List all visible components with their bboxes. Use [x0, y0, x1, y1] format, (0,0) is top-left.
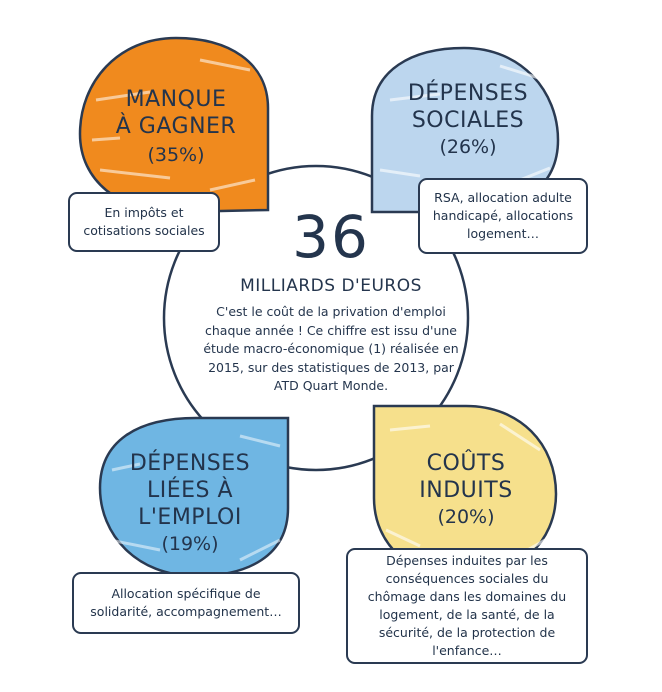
- petal-sociales-title: DÉPENSES SOCIALES: [388, 80, 548, 134]
- petal-emploi-title: DÉPENSES LIÉES À L'EMPLOI: [108, 450, 272, 531]
- petal-emploi-title-line3: L'EMPLOI: [138, 505, 242, 530]
- petal-manque-title-line2: À GAGNER: [115, 114, 237, 139]
- petal-manque-note: En impôts et cotisations sociales: [68, 192, 220, 252]
- petal-couts-title-line1: COÛTS: [426, 451, 506, 476]
- petal-couts-title: COÛTS INDUITS: [388, 450, 544, 504]
- petal-manque-title-line1: MANQUE: [125, 87, 227, 112]
- petal-emploi-title-line2: LIÉES À: [146, 478, 234, 503]
- petal-manque-texture: [91, 58, 256, 192]
- petal-emploi-texture: [109, 434, 281, 562]
- petal-couts-title-line2: INDUITS: [419, 478, 513, 503]
- petal-emploi-percent: (19%): [161, 533, 219, 555]
- petal-sociales-note: RSA, allocation adulte handicapé, alloca…: [418, 178, 588, 254]
- petal-sociales-title-line2: SOCIALES: [411, 108, 525, 133]
- center-circle: [162, 164, 470, 472]
- petal-sociales-title-line1: DÉPENSES: [407, 81, 529, 106]
- total-cost-unit: MILLIARDS D'EUROS: [240, 276, 422, 296]
- total-cost-number: 36: [292, 203, 370, 271]
- petal-manque-percent: (35%): [147, 144, 205, 166]
- total-cost-description: C'est le coût de la privation d'emploi c…: [203, 304, 459, 393]
- petal-couts-percent: (20%): [437, 506, 495, 528]
- petal-emploi-note: Allocation spécifique de solidarité, acc…: [72, 572, 300, 634]
- petal-emploi-title-line1: DÉPENSES: [129, 451, 251, 476]
- petal-couts-note: Dépenses induites par les conséquences s…: [346, 548, 588, 664]
- petal-emploi-shape: [98, 416, 290, 578]
- petal-manque-title: MANQUE À GAGNER: [98, 86, 254, 140]
- petal-sociales-percent: (26%): [439, 136, 497, 158]
